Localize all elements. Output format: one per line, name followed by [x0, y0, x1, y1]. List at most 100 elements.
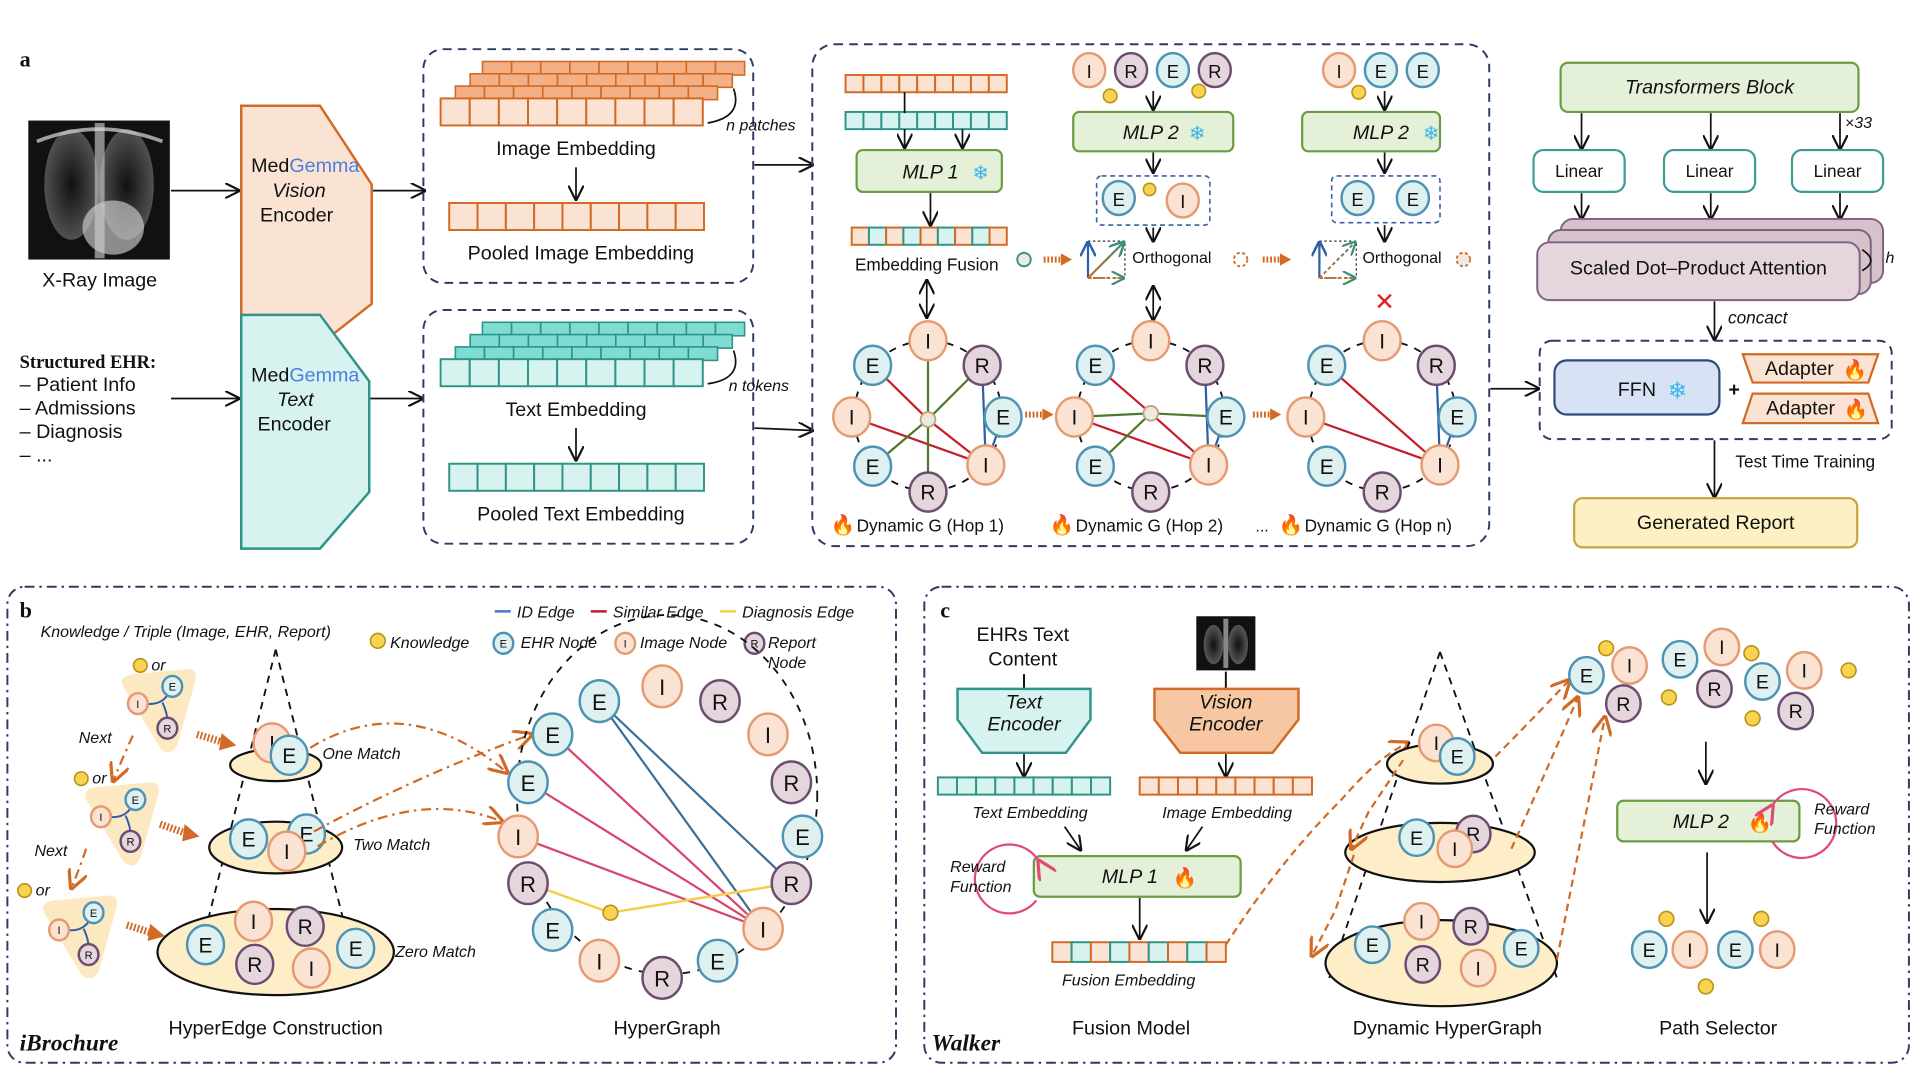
node-glyph: I	[1627, 656, 1632, 678]
mlp2-label: MLP 2	[1673, 811, 1729, 833]
node-circle	[161, 674, 184, 699]
panel-title-ibrochure: iBrochure	[20, 1030, 119, 1056]
node-circle	[126, 691, 149, 716]
node-glyph: R	[85, 950, 93, 962]
embedding-cell	[1272, 776, 1294, 796]
node-glyph: E	[1417, 61, 1429, 82]
legend-node-label: EHR Node	[521, 635, 598, 652]
node-circle	[1758, 930, 1796, 970]
caption-fusion-model: Fusion Model	[1072, 1017, 1190, 1039]
ehrs-text-label: Content	[988, 648, 1057, 670]
n-tokens-label: n tokens	[729, 378, 789, 395]
report-node: R	[77, 942, 100, 967]
node-circle	[1321, 51, 1357, 89]
node-circle	[77, 942, 100, 967]
arrow	[1186, 826, 1204, 850]
text-embedding-row	[844, 110, 1008, 131]
walk-arrow	[1494, 680, 1569, 758]
node-circle	[1459, 948, 1497, 988]
ehr-node: E	[1353, 925, 1391, 965]
svg-text:MedGemma: MedGemma	[251, 155, 359, 177]
node-circle	[1363, 51, 1399, 89]
ehr-node: E	[1398, 818, 1436, 858]
node-glyph: I	[1087, 61, 1092, 82]
embedding-cell	[1157, 776, 1179, 796]
node-glyph: E	[710, 949, 725, 974]
embedding-cell	[646, 201, 677, 232]
feed-arrows	[125, 730, 237, 942]
pooled-text-embedding-label: Pooled Text Embedding	[477, 503, 684, 525]
node-circle	[1362, 471, 1402, 513]
image-node: I	[267, 830, 307, 872]
node-glyph: R	[163, 723, 171, 735]
image-node: I	[1362, 319, 1402, 362]
node-glyph: I	[58, 925, 61, 937]
snowflake-icon: ❄	[1189, 123, 1205, 145]
pooled-text-embedding	[448, 462, 705, 492]
panel-c-frame	[923, 585, 1910, 1064]
flame-icon: 🔥	[1173, 866, 1198, 889]
embedding-cell	[468, 97, 500, 127]
ehr-node: E	[1405, 51, 1441, 89]
embedding-cell	[850, 226, 870, 246]
ffn-label: FFN	[1618, 379, 1656, 401]
node-circle	[1420, 444, 1460, 486]
report-node: R	[1131, 471, 1171, 513]
node-circle	[1502, 928, 1540, 968]
embedding-cell	[956, 776, 978, 796]
generated-report-block	[1573, 497, 1859, 549]
node-circle	[1307, 445, 1347, 487]
embedding-cell	[674, 462, 705, 492]
embedding-cell	[952, 74, 972, 94]
node-circle	[1072, 51, 1107, 89]
ehr-node: E	[185, 923, 226, 966]
hop-arrow	[1025, 408, 1054, 421]
ehr-node: E	[228, 818, 269, 860]
embedding-cell	[994, 776, 1016, 796]
knowledge-node	[1191, 83, 1207, 99]
graph-edge	[598, 700, 764, 930]
ehr-node: E	[1155, 51, 1191, 89]
ffn-block	[1553, 359, 1721, 416]
mlp2-label: MLP 2	[1123, 122, 1179, 144]
node-circle	[1188, 444, 1229, 486]
node-circle	[770, 861, 813, 906]
node-glyph: E	[1450, 407, 1464, 430]
panel-c: c EHRs Text Content Text Encoder Vision …	[923, 585, 1910, 1064]
node-circle	[1568, 655, 1605, 695]
embedding-cell	[898, 74, 919, 94]
knowledge-node	[1658, 910, 1675, 928]
node-glyph: E	[282, 745, 296, 768]
node-glyph: E	[1113, 189, 1125, 210]
next-label: Next	[79, 730, 112, 747]
embedding-cell	[1070, 776, 1092, 796]
knowledge-node	[1351, 84, 1367, 100]
query-node	[919, 411, 937, 428]
text-embedding-label: Text Embedding	[973, 805, 1088, 822]
node-glyph: R	[1464, 916, 1478, 938]
node-glyph: E	[1088, 355, 1102, 378]
node-circle	[1611, 645, 1649, 685]
node-glyph: E	[1729, 940, 1742, 962]
image-node: I	[747, 712, 789, 757]
node-glyph: E	[90, 908, 97, 920]
node-glyph: I	[284, 841, 290, 864]
legend-node-label: Image Node	[640, 635, 727, 652]
ehr-node: E	[336, 927, 376, 970]
embedding-cell	[561, 462, 592, 492]
graph-edge	[1074, 415, 1209, 467]
encoder-kind: Vision	[272, 180, 325, 202]
linear-label: Linear	[1555, 161, 1603, 181]
text-embedding-group	[422, 308, 755, 545]
text-encoder-label: Encoder	[987, 714, 1062, 736]
linear-k	[1662, 148, 1757, 193]
node-circle	[696, 938, 739, 983]
node-glyph: I	[760, 917, 766, 942]
ehr-node: E	[1075, 344, 1116, 387]
ehrs-text-label: EHRs Text	[976, 624, 1069, 646]
snowflake-icon: ❄	[1668, 378, 1688, 404]
embedding-cell	[439, 358, 471, 388]
